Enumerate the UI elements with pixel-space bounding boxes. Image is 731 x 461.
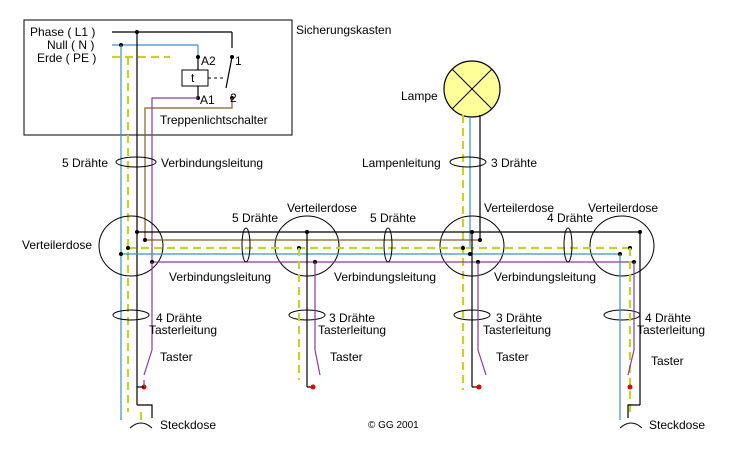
cable-sleeve (383, 227, 393, 263)
button-icon (143, 349, 153, 376)
cable-sleeve (563, 227, 573, 263)
button-contact (310, 384, 316, 390)
socket-phase-lead (137, 404, 153, 418)
socket-phase-lead (627, 404, 640, 418)
socket-icon (619, 422, 643, 429)
label-a2: A2 (201, 54, 216, 68)
label-button-4: Taster (651, 354, 684, 368)
label-fusebox: Sicherungskasten (296, 23, 391, 37)
label-branch-wires-3: 3 Drähte (496, 311, 542, 325)
fusebox-frame (23, 19, 293, 136)
label-socket-right: Steckdose (649, 418, 705, 432)
label-lampcable: Lampenleitung (362, 156, 441, 170)
button-icon (627, 349, 635, 376)
label-branch-cable-3: Tasterleitung (483, 323, 551, 337)
socket-icon (129, 422, 153, 429)
switched-phase-wire (144, 98, 233, 240)
label-phase: Phase ( L1 ) (30, 25, 95, 39)
label-verteiler-1: Verteilerdose (22, 238, 92, 252)
label-lamp-wires: 3 Drähte (491, 156, 537, 170)
label-a1: A1 (200, 93, 215, 107)
button-icon (314, 349, 321, 376)
label-bus-cable-2: Verbindungsleitung (334, 270, 436, 284)
label-verteiler-2: Verteilerdose (287, 201, 357, 215)
label-button-1: Taster (160, 350, 193, 364)
button-icon (477, 349, 487, 376)
label-branch-cable-4: Tasterleitung (637, 323, 705, 337)
cable-sleeve (449, 156, 487, 168)
label-bus-cable-3: Verbindungsleitung (494, 270, 596, 284)
junction-box-icon (98, 215, 164, 277)
label-branch-wires-4: 4 Drähte (645, 311, 691, 325)
label-lamp: Lampe (401, 89, 438, 103)
label-1: 1 (235, 54, 242, 68)
label-branch-wires-2: 3 Drähte (329, 311, 375, 325)
label-erde: Erde ( PE ) (37, 51, 96, 65)
label-branch-cable-1: Tasterleitung (149, 323, 217, 337)
label-feeder-cable: Verbindungsleitung (161, 156, 263, 170)
label-socket-left: Steckdose (160, 418, 216, 432)
label-verteiler-3: Verteilerdose (484, 201, 554, 215)
label-feeder-wires: 5 Drähte (62, 156, 108, 170)
label-t: t (191, 71, 195, 85)
junction-box-icon (589, 215, 655, 277)
label-copyright: © GG 2001 (368, 420, 419, 431)
cable-sleeve (112, 309, 150, 321)
relay-icon (181, 69, 209, 87)
label-bus-wires-2: 5 Drähte (370, 211, 416, 225)
label-button-2: Taster (330, 350, 363, 364)
label-bus-wires-3: 4 Drähte (547, 211, 593, 225)
label-bus-cable-1: Verbindungsleitung (169, 270, 271, 284)
label-button-3: Taster (496, 350, 529, 364)
button-contact (627, 384, 633, 390)
label-relay-name: Treppenlichtschalter (160, 113, 268, 127)
label-bus-wires-1: 5 Drähte (232, 211, 278, 225)
cable-sleeve (241, 227, 251, 263)
lamp-cross (451, 68, 493, 110)
label-null: Null ( N ) (47, 38, 94, 52)
cable-sleeve (115, 156, 157, 168)
label-branch-cable-2: Tasterleitung (318, 323, 386, 337)
label-branch-wires-1: 4 Drähte (156, 311, 202, 325)
terminal-a2 (196, 55, 200, 59)
button-control-wire (151, 97, 198, 262)
relay-contact-blade (225, 56, 233, 89)
label-verteiler-4: Verteilerdose (588, 201, 658, 215)
button-contact (476, 384, 482, 390)
label-2: 2 (230, 91, 237, 105)
